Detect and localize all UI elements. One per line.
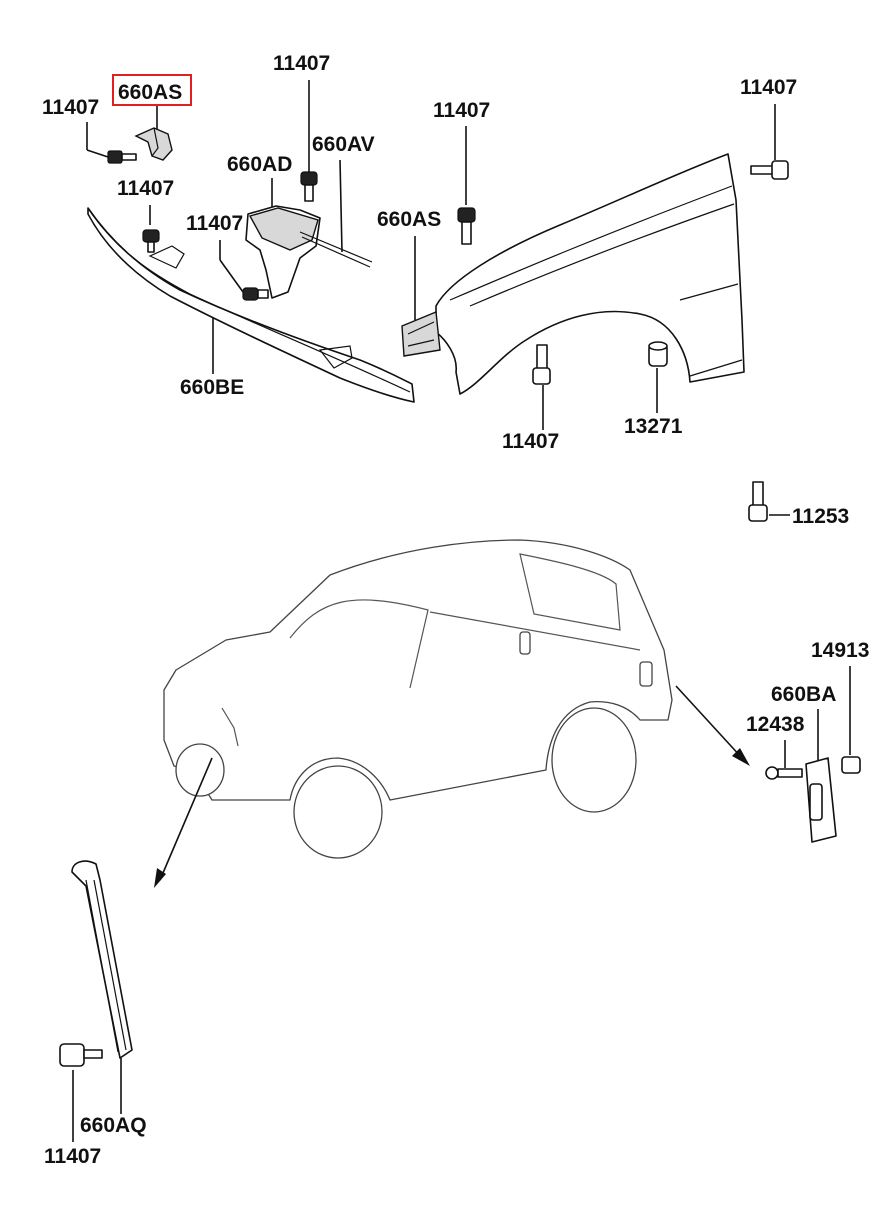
fender[interactable] [435, 153, 745, 395]
bolt-11407-h[interactable] [59, 1043, 103, 1067]
bolt-11407-b[interactable] [142, 229, 160, 253]
bolt-11407-a[interactable] [107, 150, 137, 164]
callout-11407-g[interactable]: 11407 [502, 430, 559, 453]
callout-11407-d[interactable]: 11407 [186, 212, 243, 235]
callout-660AQ[interactable]: 660AQ [80, 1114, 147, 1137]
vehicle-outline [163, 539, 673, 859]
front-panel-660BE[interactable] [87, 207, 415, 403]
callout-11407-a[interactable]: 11407 [42, 96, 99, 119]
leader-lines [72, 80, 851, 1142]
callout-660BA[interactable]: 660BA [771, 683, 836, 706]
callout-11407-b[interactable]: 11407 [117, 177, 174, 200]
bolt-11407-c[interactable] [300, 171, 318, 202]
arrow-to-side-strip [154, 757, 213, 888]
callout-11407-f[interactable]: 11407 [740, 76, 797, 99]
clip-14913[interactable] [841, 756, 861, 774]
bracket-660AS-top[interactable] [134, 127, 173, 161]
bracket-660AD[interactable] [245, 205, 321, 299]
callout-660AS-mid[interactable]: 660AS [377, 208, 441, 231]
bolt-11407-f[interactable] [750, 160, 789, 180]
bolt-11407-g[interactable] [532, 344, 551, 385]
strip-660AQ[interactable] [71, 860, 133, 1059]
arrow-to-door-plate [675, 685, 750, 766]
callout-660BE[interactable]: 660BE [180, 376, 244, 399]
bolt-11407-d[interactable] [242, 287, 269, 301]
plate-660BA[interactable] [805, 757, 837, 843]
bolt-11407-e[interactable] [457, 207, 476, 245]
callout-11253[interactable]: 11253 [792, 505, 849, 528]
strip-660AV[interactable] [299, 231, 373, 268]
highlight-box [112, 74, 192, 106]
callout-660AD[interactable]: 660AD [227, 153, 292, 176]
screw-11253[interactable] [748, 481, 768, 522]
callout-660AS-top[interactable]: 660AS [118, 81, 182, 104]
clip-660AS-mid[interactable] [401, 310, 441, 357]
bolt-12438[interactable] [765, 766, 803, 780]
callout-660AV[interactable]: 660AV [312, 133, 375, 156]
callout-11407-c[interactable]: 11407 [273, 52, 330, 75]
grommet-13271[interactable] [648, 341, 668, 367]
callout-11407-h[interactable]: 11407 [44, 1145, 101, 1168]
callout-14913[interactable]: 14913 [811, 639, 869, 662]
callout-11407-e[interactable]: 11407 [433, 99, 490, 122]
callout-13271[interactable]: 13271 [624, 415, 683, 438]
callout-12438[interactable]: 12438 [746, 713, 805, 736]
